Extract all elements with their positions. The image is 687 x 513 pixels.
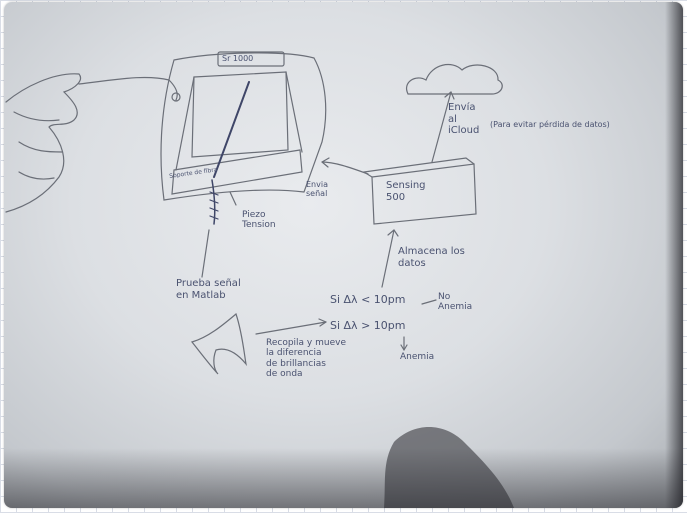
cloud-sketch <box>406 63 503 95</box>
send-icloud-label: Envía al iCloud <box>448 102 480 136</box>
sketch-photo: Sr 1000 Soporte de fibra Piezo Tension E… <box>4 2 683 508</box>
condition-anemia: Si Δλ > 10pm <box>330 319 406 332</box>
hand-sketch <box>5 73 82 213</box>
cable-line <box>78 76 178 101</box>
store-data-label: Almacena los datos <box>398 246 465 269</box>
device-outline <box>160 52 327 201</box>
piezo-label: Piezo Tension <box>242 210 276 231</box>
fiber-line <box>213 81 250 178</box>
condition-no-anemia: Si Δλ < 10pm <box>330 293 406 306</box>
interrogator-box <box>371 163 477 225</box>
parallel-note-label: (Para evitar pérdida de datos) <box>490 120 610 129</box>
interrogator-label: Sensing 500 <box>386 180 426 203</box>
hand-shadow <box>384 427 514 508</box>
bottom-shadow <box>4 448 683 508</box>
right-shadow <box>665 2 683 508</box>
matlab-note-label: Recopila y mueve la diferencia de brilla… <box>266 338 346 380</box>
anemia-label: Anemia <box>400 352 435 362</box>
no-anemia-label: No Anemia <box>438 292 473 313</box>
matlab-test-label: Prueba señal en Matlab <box>176 278 241 301</box>
matlab-logo <box>190 312 247 375</box>
device-sign-label: Sr 1000 <box>222 54 254 63</box>
send-signal-label: Envia señal <box>306 180 328 199</box>
sketch-drawing <box>5 51 514 508</box>
